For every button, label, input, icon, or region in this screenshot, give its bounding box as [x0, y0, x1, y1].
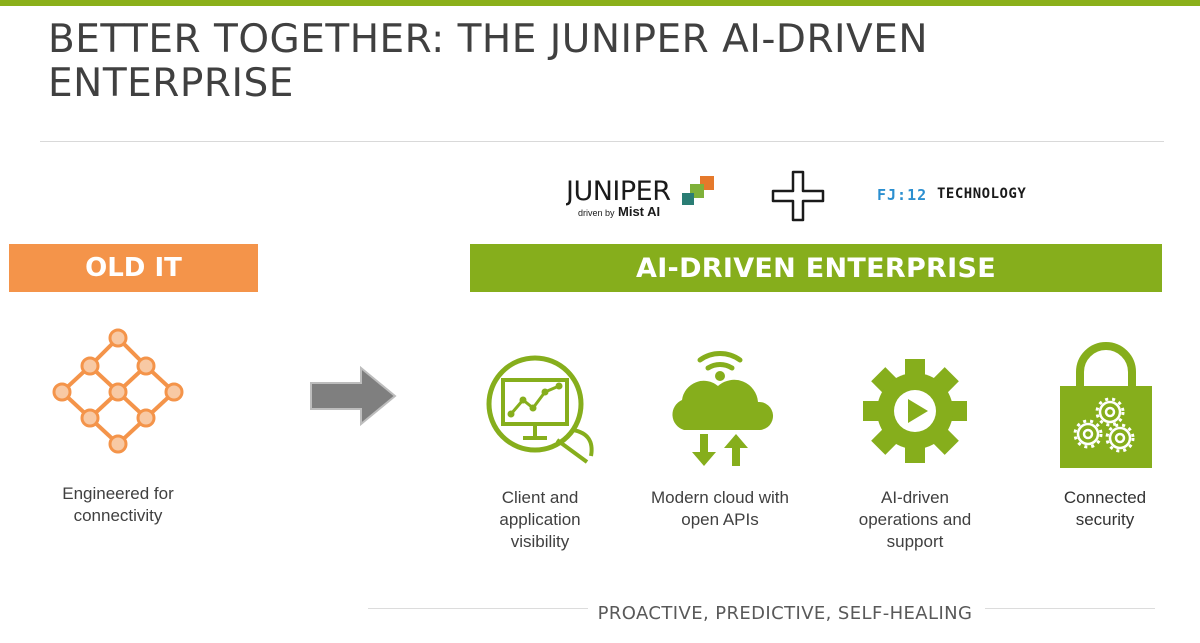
footer-rule-right — [985, 608, 1155, 609]
old-it-caption: Engineered for connectivity — [62, 484, 174, 525]
old-it-band: OLD IT — [9, 244, 258, 292]
padlock-gears-icon — [1060, 342, 1152, 468]
cloud-wifi-icon — [672, 351, 774, 466]
ai-driven-enterprise-band: AI-DRIVEN ENTERPRISE — [470, 244, 1162, 292]
juniper-logo: JUNIPER driven by Mist AI — [566, 176, 714, 219]
footer-rule-left — [368, 608, 588, 609]
juniper-logo-word: JUNIPER — [566, 176, 671, 207]
juniper-logo-tagline-prefix: driven by — [578, 208, 615, 218]
juniper-logo-tagline-brand: Mist AI — [618, 204, 660, 219]
monitor-chart-icon — [486, 355, 594, 464]
partner-logo: FJ:12 TECHNOLOGY — [877, 185, 1047, 207]
right-arrow-icon — [310, 366, 397, 426]
feature-caption-security: Connected security — [1063, 488, 1147, 529]
title-divider — [40, 141, 1164, 142]
gear-play-icon — [863, 359, 967, 463]
partner-logo-word: TECHNOLOGY — [937, 186, 1027, 202]
partner-logo-mark: FJ:12 — [877, 186, 928, 204]
feature-caption-operations: AI-driven operations and support — [858, 488, 972, 551]
slide-title: BETTER TOGETHER: THE JUNIPER AI-DRIVEN E… — [48, 17, 929, 106]
top-accent-bar — [0, 0, 1200, 6]
logo-square-teal — [682, 193, 694, 205]
network-mesh-icon — [52, 328, 184, 454]
feature-caption-cloud: Modern cloud with open APIs — [651, 488, 789, 529]
plus-icon — [771, 170, 825, 222]
footer-tagline: PROACTIVE, PREDICTIVE, SELF-HEALING — [597, 603, 973, 624]
feature-caption-visibility: Client and application visibility — [499, 488, 581, 551]
